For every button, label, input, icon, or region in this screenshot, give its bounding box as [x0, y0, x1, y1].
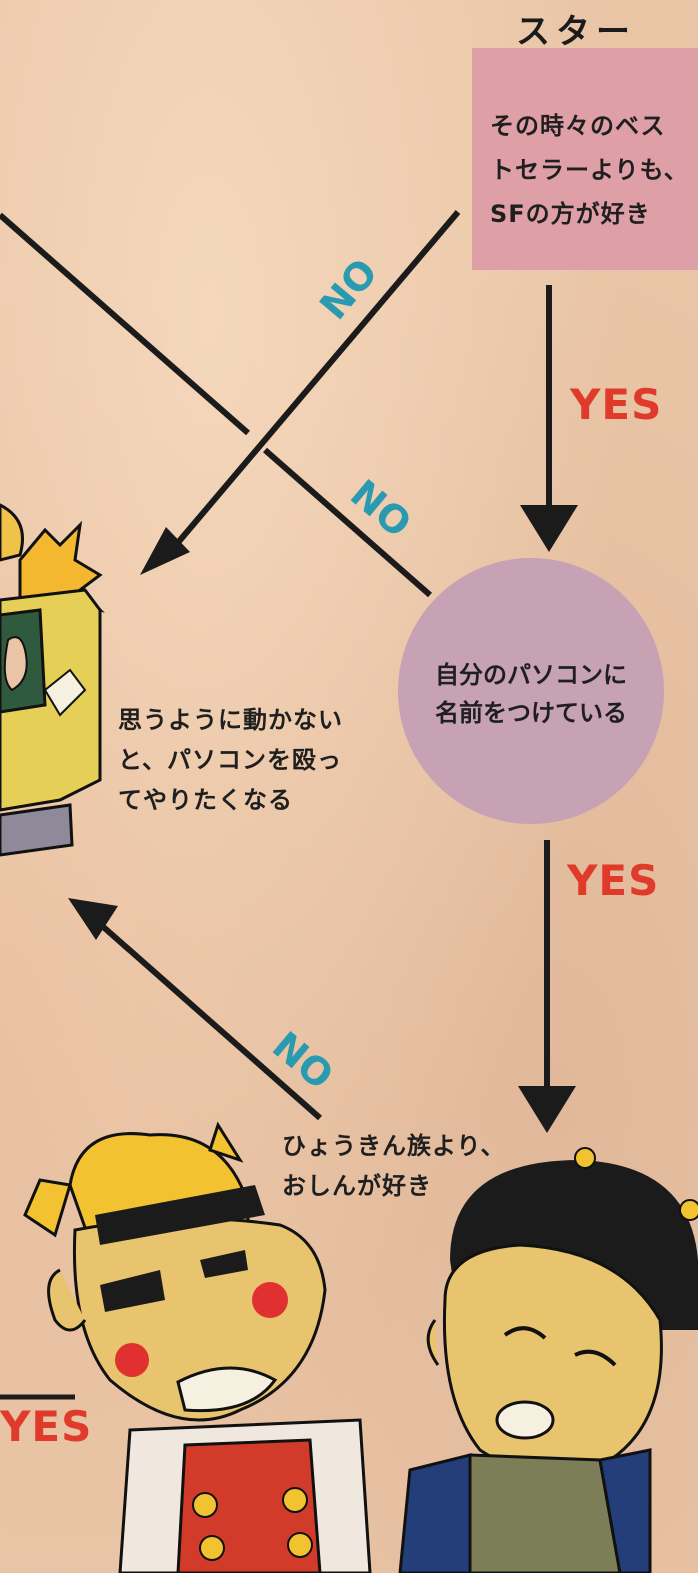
- start-question-text: その時々のベス トセラーよりも、 SFの方が好き: [490, 112, 689, 228]
- arrow-no-bottom: [68, 898, 322, 1121]
- yes-label-bottom: YES: [0, 1402, 93, 1451]
- circle-question-node: 自分のパソコンに 名前をつけている: [398, 558, 664, 824]
- no-label-start: NO: [311, 250, 386, 327]
- yes-label-start: YES: [570, 380, 663, 429]
- left-character-illustration: [0, 503, 105, 857]
- start-question-box: その時々のベス トセラーよりも、 SFの方が好き: [472, 48, 698, 270]
- man-character-illustration: [23, 1121, 372, 1573]
- yes-label-circle: YES: [567, 856, 660, 905]
- arrow-yes-start: [520, 285, 578, 552]
- left-question-text: 思うように動かない と、パソコンを殴っ てやりたくなる: [118, 706, 343, 814]
- arrow-yes-circle: [518, 840, 576, 1133]
- arrow-no-start: [140, 210, 461, 575]
- no-label-circle: NO: [342, 471, 419, 546]
- arrow-no-circle: [0, 212, 432, 598]
- circle-question-text: 自分のパソコンに 名前をつけている: [435, 661, 627, 727]
- woman-character-illustration: [398, 1147, 698, 1573]
- bottom-question-text: ひょうきん族より、 おしんが好き: [282, 1132, 506, 1200]
- no-label-bottom: NO: [264, 1023, 341, 1098]
